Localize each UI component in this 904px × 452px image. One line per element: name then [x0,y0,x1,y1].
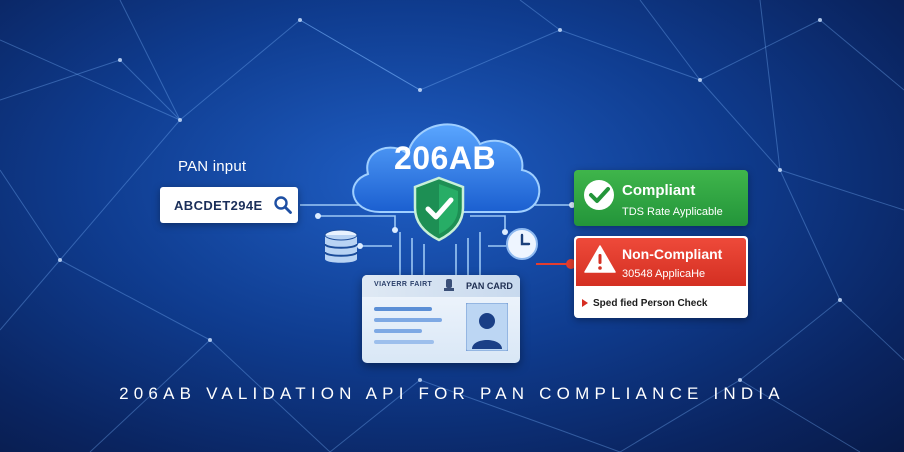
pan-card-title: PAN CARD [466,281,513,291]
cloud-label: 206AB [393,140,497,176]
pan-card-details [374,307,442,344]
database-icon [324,229,358,263]
pan-card-left-text: VIAYERR [374,281,408,288]
pan-input-value: ABCDET294E [174,197,263,213]
pan-card-mid-text: FAIRT [410,281,433,288]
pan-card-header [362,275,520,297]
specified-person-check-label: Sped fied Person Check [593,297,708,309]
connector-line [536,263,572,265]
shield-check-icon [413,176,465,242]
check-circle-icon [584,180,614,210]
cloud-icon [352,123,541,213]
clock-icon [506,228,538,260]
pan-input-label: PAN input [178,158,247,175]
warning-icon [584,245,616,273]
specified-person-check[interactable]: Sped fied Person Check [582,293,742,313]
play-arrow-icon [582,299,588,307]
search-icon[interactable] [268,190,298,220]
compliant-title: Compliant [622,182,696,199]
non-compliant-subtitle: 30548 ApplicaHe [622,268,706,280]
banner-title: 206AB VALIDATION API FOR PAN COMPLIANCE … [119,384,785,403]
connector-dot [566,259,576,269]
pan-input-field[interactable]: ABCDET294E [160,187,298,223]
compliant-subtitle: TDS Rate Ayplicable [622,206,723,218]
non-compliant-title: Non-Compliant [622,246,723,262]
emblem-icon [444,279,454,291]
person-photo-icon [466,303,508,351]
